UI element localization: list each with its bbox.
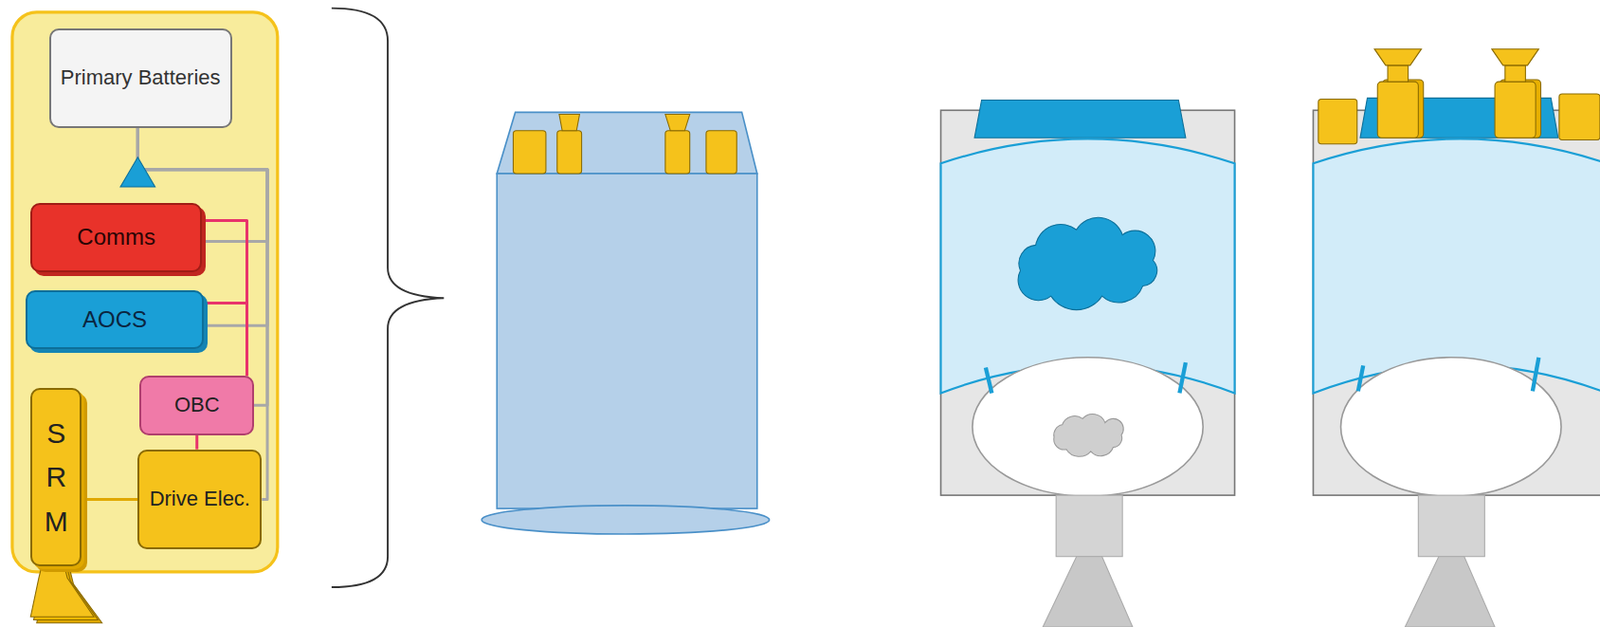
data-bus-line: [201, 220, 247, 377]
subsystem-panel: [12, 12, 278, 572]
regulator-symbol: [120, 157, 156, 187]
aocs-box: AOCS: [25, 290, 204, 349]
obc-box: OBC: [139, 375, 255, 435]
srm-nozzle: [30, 561, 102, 623]
spacecraft-drawing: [1312, 49, 1600, 627]
cloud: [1054, 414, 1124, 457]
node-label: Comms: [76, 223, 156, 252]
drive-electronics-box: Drive Elec.: [137, 449, 262, 549]
cloud: [1018, 217, 1157, 310]
comms-box: Comms: [30, 202, 202, 273]
node-label: SRM: [41, 411, 71, 545]
spacecraft-drawing: [941, 99, 1236, 626]
data-bus-line: [203, 302, 247, 376]
curly-bracket: [331, 8, 444, 587]
battery-box: Primary Batteries: [49, 28, 233, 128]
node-label: Primary Batteries: [60, 65, 221, 91]
stage-drawing: [481, 111, 770, 534]
data-bus-line: [195, 435, 199, 450]
drive-line: [81, 497, 138, 501]
node-label: OBC: [174, 392, 220, 418]
node-label: AOCS: [82, 306, 147, 334]
node-label: Drive Elec.: [149, 486, 251, 511]
srm-box: SRM: [30, 387, 82, 566]
